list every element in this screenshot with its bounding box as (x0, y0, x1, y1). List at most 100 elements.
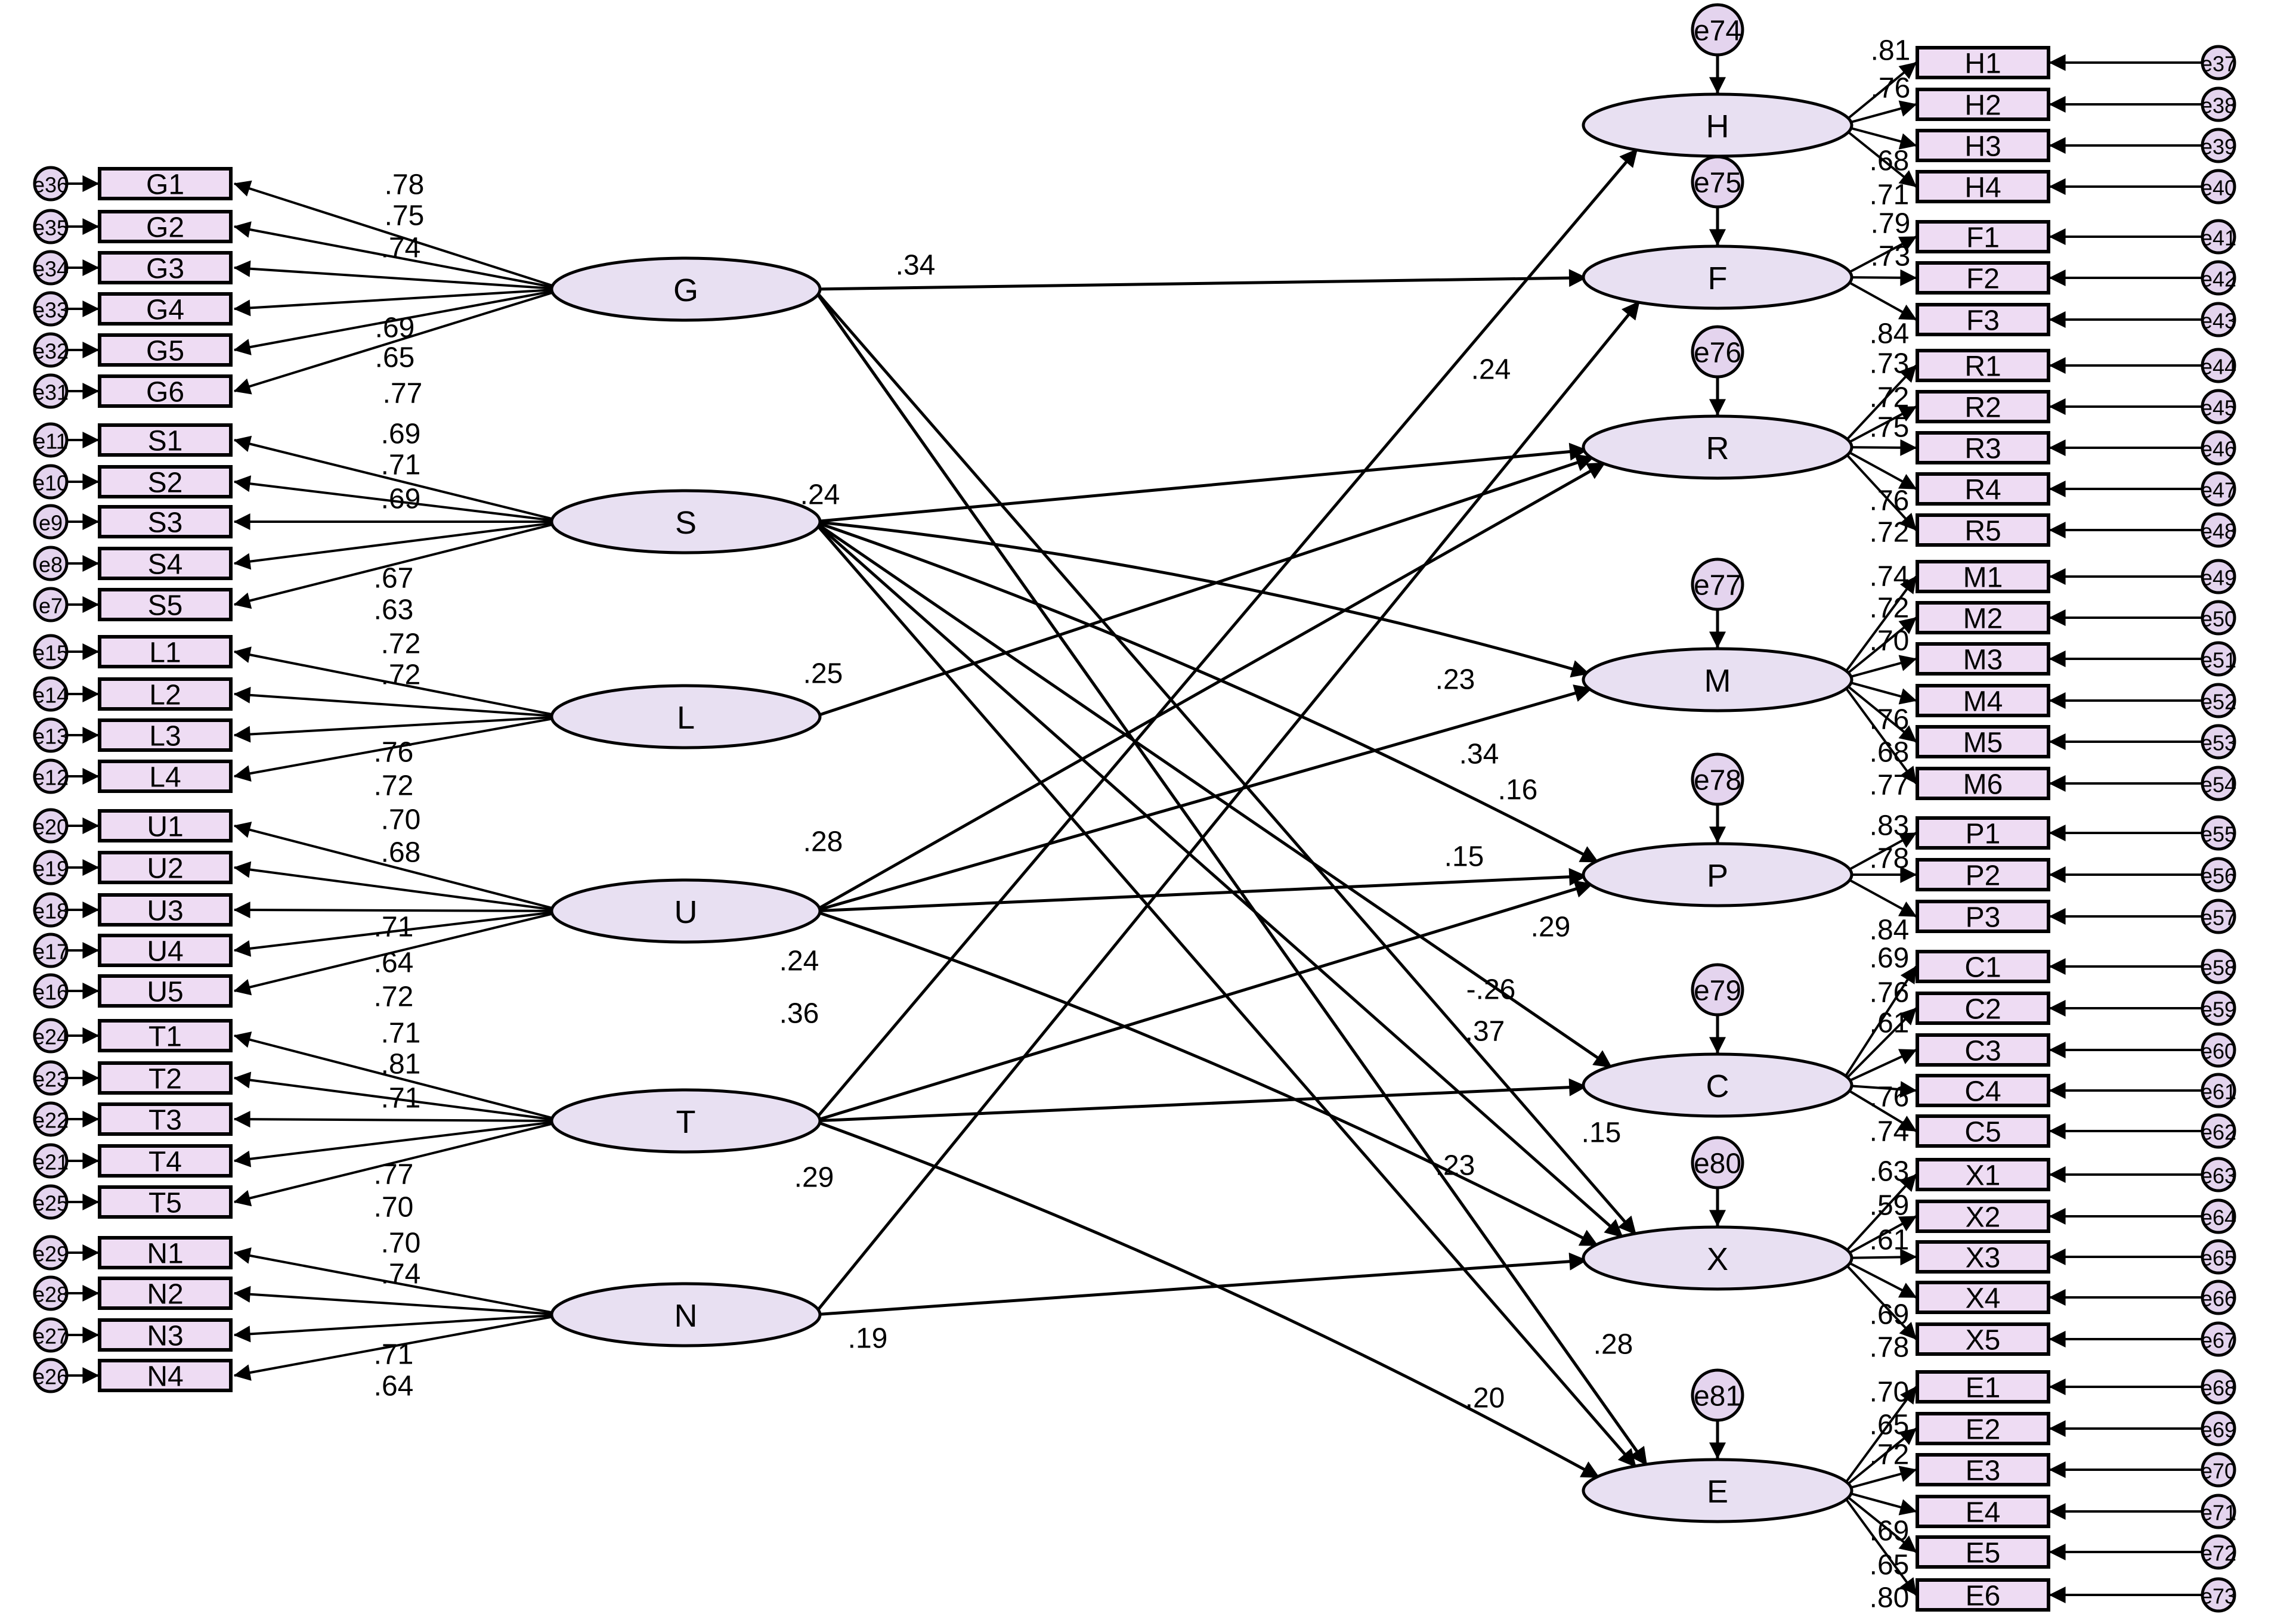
path-coef-L-R: .25 (803, 658, 843, 690)
indicator-G3 (98, 251, 233, 284)
latent-label-M: M (1704, 663, 1731, 699)
error-term-e70 (2201, 1452, 2236, 1488)
loading-value-H-1: .76 (1871, 73, 1911, 104)
indicator-E4 (1916, 1495, 2050, 1528)
indicator-E6 (1916, 1578, 2050, 1612)
loading-value-S-1: .71 (381, 450, 421, 481)
error-label-e58: e58 (2201, 956, 2236, 980)
indicator-label-T5: T5 (148, 1188, 182, 1219)
error-label-e69: e69 (2201, 1418, 2236, 1442)
loading-value-M-2: .70 (1870, 625, 1910, 657)
latent-label-R: R (1706, 430, 1729, 466)
error-label-e63: e63 (2201, 1164, 2236, 1188)
floating-coef-f1: .24 (1471, 354, 1511, 386)
indicator-M2 (1916, 601, 2050, 634)
indicator-label-S4: S4 (148, 549, 183, 581)
error-label-e73: e73 (2201, 1584, 2236, 1609)
error-term-e48 (2201, 512, 2236, 548)
loading-X-X4 (1839, 1257, 1917, 1299)
path-coef-S-R: .24 (800, 479, 840, 511)
error-term-e22 (33, 1101, 69, 1137)
error-term-e18 (33, 892, 69, 928)
indicator-label-E2: E2 (1966, 1414, 2001, 1446)
latent-label-N: N (674, 1298, 698, 1334)
floating-coef-f10: .20 (1465, 1383, 1505, 1414)
latent-U (550, 878, 822, 944)
latent-L (550, 684, 822, 749)
indicator-L2 (98, 677, 233, 711)
disturbance-label-e80: e80 (1694, 1148, 1741, 1180)
loading-value-L-4: .72 (374, 770, 414, 802)
loading-value-T-1: .81 (381, 1049, 421, 1080)
indicator-label-F1: F1 (1966, 222, 2000, 254)
error-term-e12 (33, 758, 69, 794)
error-label-e56: e56 (2201, 864, 2236, 888)
indicator-S4 (98, 547, 233, 580)
indicator-label-T1: T1 (148, 1021, 182, 1053)
loading-T-T2 (233, 1071, 564, 1122)
loading-U-U1 (233, 822, 564, 912)
latent-N (550, 1282, 822, 1347)
indicator-label-S3: S3 (148, 507, 183, 539)
loading-M-M2 (1839, 617, 1917, 681)
loading-value-N-1: .74 (381, 1259, 421, 1290)
error-label-e66: e66 (2201, 1287, 2236, 1311)
indicator-label-G1: G1 (146, 169, 184, 201)
error-term-e20 (33, 808, 69, 844)
error-term-e35 (33, 209, 69, 244)
loading-value-F-0: .79 (1871, 208, 1911, 240)
error-term-e71 (2201, 1494, 2236, 1529)
loading-value-G-0: .78 (385, 169, 425, 201)
error-term-e72 (2201, 1534, 2236, 1570)
error-term-e46 (2201, 430, 2236, 466)
error-term-e47 (2201, 471, 2236, 507)
error-term-e58 (2201, 949, 2236, 984)
error-label-e52: e52 (2201, 690, 2236, 714)
floating-coef-f4: .16 (1498, 775, 1538, 806)
path-S-to-P (813, 520, 1599, 863)
error-label-e64: e64 (2201, 1206, 2236, 1230)
loading-value-S-5: .63 (374, 594, 414, 626)
loading-X-X5 (1839, 1257, 1917, 1340)
indicator-R1 (1916, 349, 2050, 382)
latent-label-S: S (675, 505, 697, 541)
indicator-label-H4: H4 (1964, 172, 2001, 204)
error-term-e31 (33, 373, 69, 409)
loading-value-U-0: .70 (381, 804, 421, 836)
error-term-e25 (33, 1184, 69, 1220)
error-term-e43 (2201, 302, 2236, 337)
error-label-e47: e47 (2201, 478, 2236, 503)
error-label-e31: e31 (33, 380, 69, 405)
disturbance-e75 (1691, 155, 1744, 209)
indicator-label-X1: X1 (1966, 1160, 2001, 1192)
indicator-L3 (98, 718, 233, 752)
error-term-e21 (33, 1143, 69, 1179)
indicator-M4 (1916, 684, 2050, 717)
loading-N-N3 (233, 1313, 564, 1343)
error-label-e37: e37 (2201, 52, 2236, 76)
error-label-e44: e44 (2201, 355, 2236, 379)
loading-P-P3 (1839, 873, 1917, 918)
loading-R-R5 (1839, 446, 1917, 531)
indicator-H3 (1916, 129, 2050, 162)
indicator-U5 (98, 974, 233, 1008)
indicator-S5 (98, 588, 233, 621)
error-term-e17 (33, 933, 69, 968)
error-term-e23 (33, 1060, 69, 1096)
loading-value-X-0: .63 (1870, 1156, 1910, 1188)
floating-coef-f5: .29 (1531, 912, 1571, 943)
loading-G-G5 (233, 288, 564, 355)
disturbance-label-e77: e77 (1694, 570, 1741, 602)
path-N-to-X (813, 1252, 1588, 1316)
loading-value-E-0: .70 (1870, 1377, 1910, 1408)
error-label-e59: e59 (2201, 997, 2236, 1022)
indicator-label-G3: G3 (146, 253, 184, 285)
error-term-e49 (2201, 559, 2236, 594)
indicator-X3 (1916, 1240, 2050, 1274)
error-label-e19: e19 (33, 857, 69, 881)
loading-value-F-1: .73 (1871, 241, 1911, 272)
indicator-label-U4: U4 (147, 936, 183, 968)
loading-E-E1 (1839, 1386, 1917, 1492)
latent-label-G: G (673, 272, 698, 308)
indicator-label-G5: G5 (146, 336, 184, 367)
